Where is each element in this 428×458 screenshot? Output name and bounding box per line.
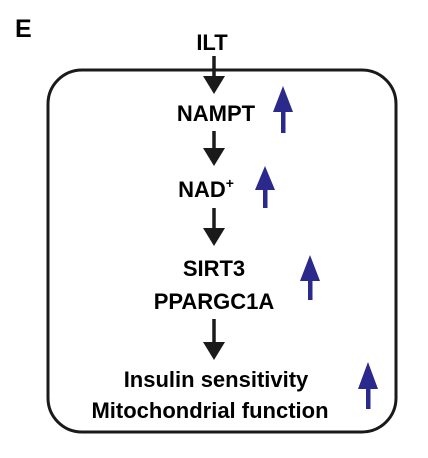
node-nad: NAD+ bbox=[178, 175, 234, 202]
up-arrow-insulin-mito bbox=[358, 362, 378, 409]
flow-arrow-ppargc1a-to-insulin bbox=[203, 319, 225, 360]
up-arrow-nampt bbox=[273, 86, 293, 133]
cell-box bbox=[46, 68, 398, 434]
flow-arrow-ilt-to-nampt bbox=[203, 56, 225, 94]
up-arrow-sirt3-ppargc1a bbox=[300, 255, 320, 300]
nad-superscript: + bbox=[226, 175, 234, 191]
node-nampt: NAMPT bbox=[177, 101, 256, 126]
up-arrow-nad bbox=[255, 166, 275, 208]
panel-letter: E bbox=[15, 15, 32, 43]
node-mitochondrial-function: Mitochondrial function bbox=[91, 398, 328, 423]
node-insulin-sensitivity: Insulin sensitivity bbox=[124, 367, 309, 392]
node-ilt: ILT bbox=[196, 30, 228, 55]
node-ppargc1a: PPARGC1A bbox=[154, 289, 275, 314]
node-sirt3: SIRT3 bbox=[183, 256, 245, 281]
flow-arrow-nampt-to-nad bbox=[203, 131, 225, 166]
flow-arrow-nad-to-sirt3 bbox=[203, 208, 225, 246]
